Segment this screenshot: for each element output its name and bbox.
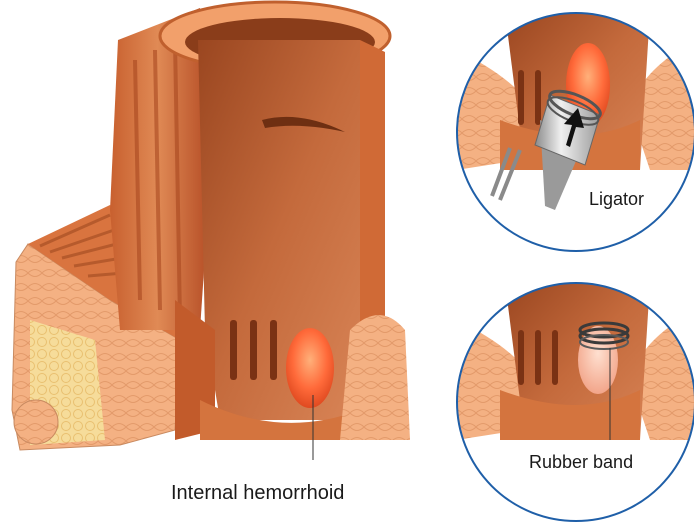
anal-sphincter-right bbox=[340, 315, 410, 440]
rectal-lumen bbox=[198, 40, 360, 420]
rubber-band-inset: Rubber band bbox=[456, 282, 694, 522]
rectum-cutaway bbox=[12, 2, 410, 450]
ligator-inset: Ligator bbox=[456, 12, 694, 252]
muscle-cross-section bbox=[14, 400, 58, 444]
ligator-label: Ligator bbox=[589, 189, 644, 209]
internal-hemorrhoid-label: Internal hemorrhoid bbox=[171, 482, 344, 504]
internal-hemorrhoid bbox=[286, 328, 334, 408]
rubber-band-label: Rubber band bbox=[529, 452, 633, 472]
